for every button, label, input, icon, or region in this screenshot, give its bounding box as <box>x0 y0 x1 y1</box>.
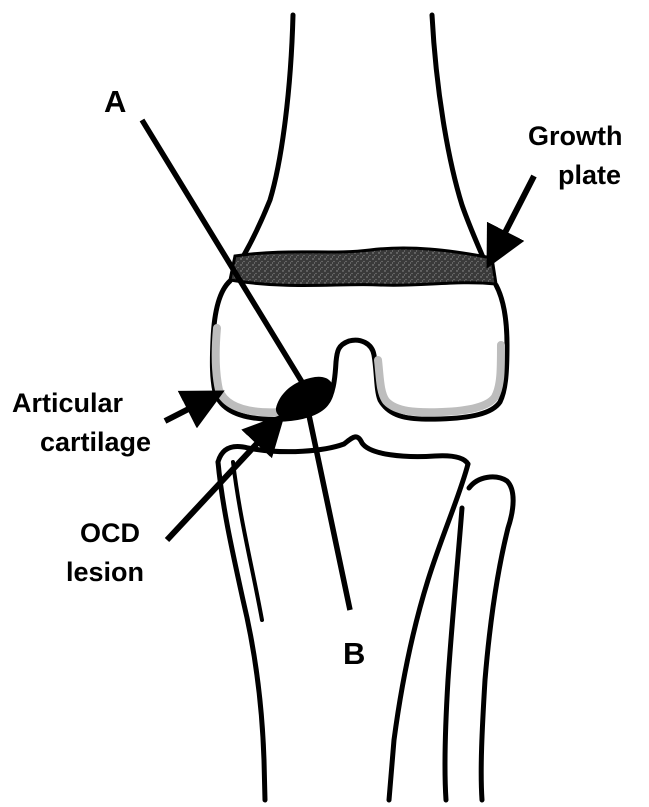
fibula-outline <box>469 477 513 800</box>
growth-plate-band <box>230 248 496 286</box>
label-b: B <box>343 636 365 671</box>
growth-plate-label-line2: plate <box>558 160 621 190</box>
growth-plate-label-line1: Growth <box>528 121 623 151</box>
growth-plate-arrow <box>492 176 534 258</box>
femur-shaft-left-outline <box>240 15 293 262</box>
tibia-shaft-right-outline <box>389 464 468 800</box>
ocd-lesion-label-line2: lesion <box>66 557 144 587</box>
label-a: A <box>104 84 126 119</box>
articular-cartilage-label-line1: Articular <box>12 388 124 418</box>
fibula-inner-outline <box>445 508 462 800</box>
femur-epiphysis-outline <box>212 281 507 419</box>
tibia-shaft-inner-line <box>233 462 262 620</box>
articular-cartilage-label-line2: cartilage <box>40 427 151 457</box>
femur-shaft-right-outline <box>432 15 485 262</box>
articular-cartilage-lateral <box>378 345 501 412</box>
ocd-lesion-label-line1: OCD <box>80 518 140 548</box>
ocd-lesion-arrow <box>167 422 277 540</box>
articular-cartilage-arrow <box>165 396 214 421</box>
